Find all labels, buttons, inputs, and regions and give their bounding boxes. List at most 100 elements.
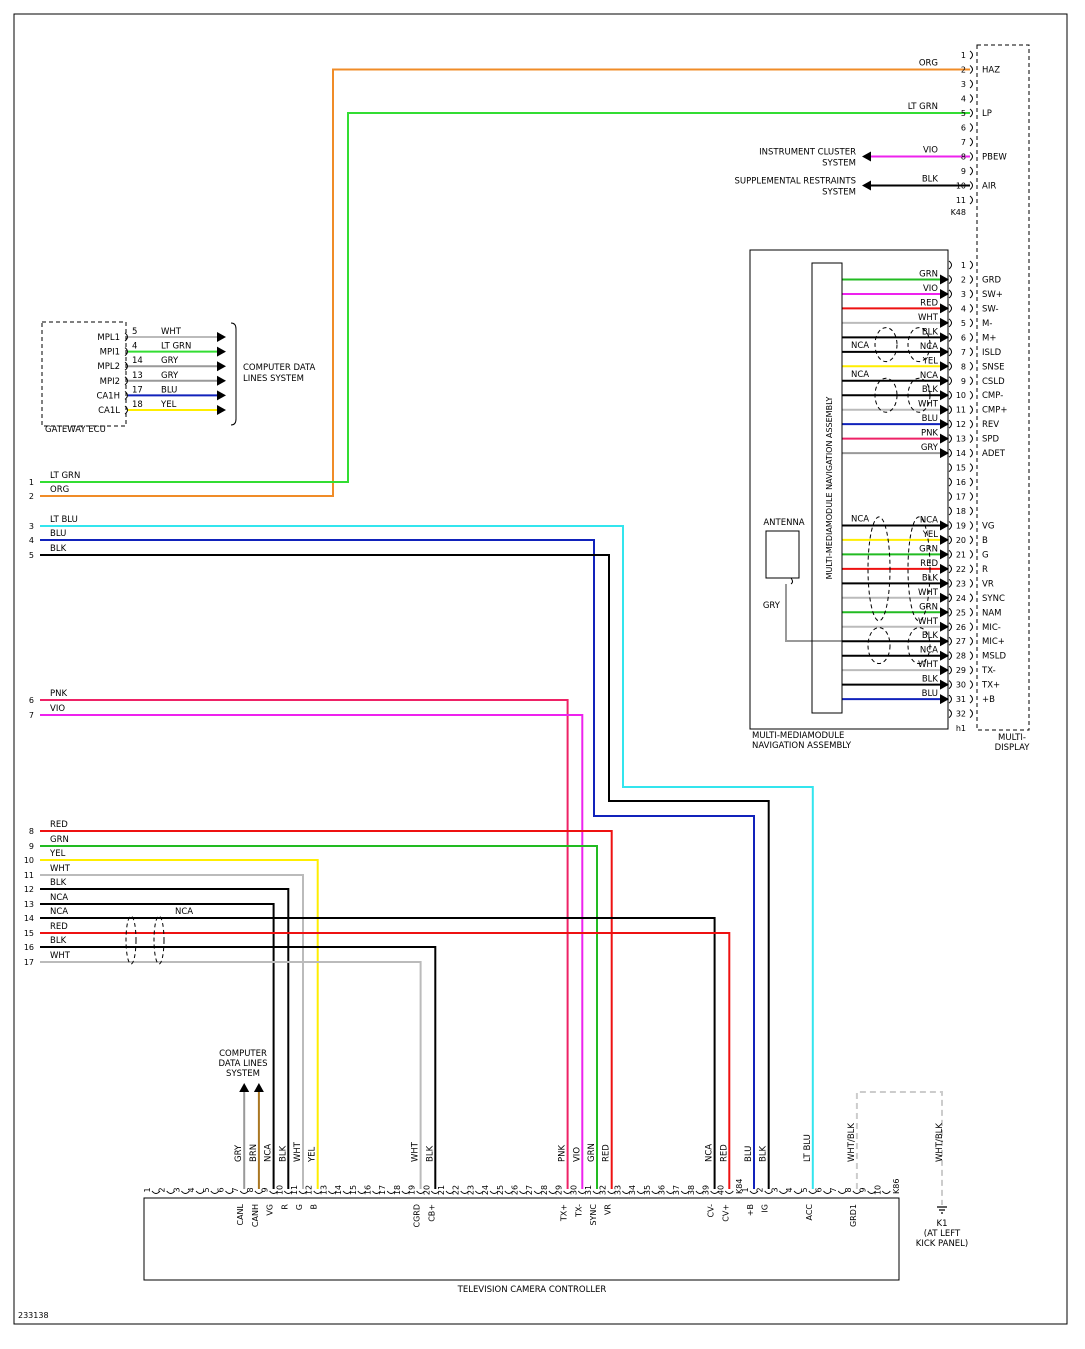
h1-pin-number: 11 bbox=[956, 406, 966, 415]
wire-pnk-tx bbox=[40, 699, 569, 1189]
k48-pin-number: 11 bbox=[956, 196, 966, 205]
controller-signal: SYNC bbox=[589, 1204, 598, 1226]
controller-pin-number: 32 bbox=[599, 1185, 608, 1195]
h1-terminal bbox=[969, 463, 973, 472]
controller-signal: CGRD bbox=[413, 1204, 422, 1228]
arrow-right-icon bbox=[940, 303, 949, 314]
shield-icon bbox=[907, 516, 931, 622]
h1-terminal-inner bbox=[948, 651, 952, 661]
wire-color-label: WHT bbox=[293, 1141, 303, 1162]
ground-icon bbox=[937, 1206, 947, 1214]
arrow-right-icon bbox=[940, 621, 949, 632]
controller-terminal bbox=[592, 1190, 602, 1194]
h1-pin-label: GRD bbox=[982, 275, 1001, 285]
wire-color-label: WHT/BLK bbox=[847, 1123, 857, 1162]
controller-terminal bbox=[724, 1190, 734, 1194]
h1-terminal-inner bbox=[948, 275, 952, 284]
nca-label: NCA bbox=[851, 514, 869, 524]
h1-pin-label: R bbox=[982, 565, 988, 575]
k48-pin-number: 10 bbox=[956, 182, 966, 191]
instrument-cluster-label: INSTRUMENT CLUSTER bbox=[759, 148, 856, 158]
nca-label: NCA bbox=[851, 341, 869, 351]
wire-color-label: BLK bbox=[50, 878, 67, 888]
h1-terminal-inner bbox=[948, 434, 952, 444]
wire-ltgrn-lp bbox=[40, 112, 970, 483]
controller-signal: CANH bbox=[251, 1204, 260, 1227]
wire-color-label: GRY bbox=[161, 371, 179, 381]
wires-layer bbox=[40, 68, 970, 1205]
controller-terminal bbox=[372, 1190, 381, 1194]
controller-pin-number: 13 bbox=[319, 1185, 328, 1195]
wire-color-label: WHT bbox=[50, 951, 71, 961]
controller-signal: ACC bbox=[805, 1204, 814, 1221]
gateway-terminal bbox=[124, 361, 128, 371]
controller-terminal bbox=[823, 1190, 832, 1194]
controller-signal: R bbox=[280, 1204, 289, 1210]
h1-terminal bbox=[969, 434, 973, 444]
gateway-signal: MPL2 bbox=[97, 362, 120, 372]
h1-pin-number: 3 bbox=[961, 290, 966, 299]
h1-terminal bbox=[969, 318, 973, 328]
wire-color-label: RED bbox=[50, 922, 68, 932]
left-wire-number: 10 bbox=[24, 856, 34, 865]
gateway-terminal bbox=[124, 347, 128, 356]
left-wire-number: 8 bbox=[29, 827, 34, 836]
controller-terminal bbox=[254, 1190, 264, 1194]
controller-terminal bbox=[764, 1190, 774, 1194]
shield-icon bbox=[907, 627, 931, 665]
k48-terminal bbox=[969, 94, 973, 103]
controller-signal: CANL bbox=[236, 1203, 245, 1225]
wire-color-label: BLU bbox=[161, 385, 177, 395]
wire-color-label: BRN bbox=[249, 1144, 259, 1162]
wire-color-label: BLK bbox=[50, 936, 67, 946]
wire-color-label: ORG bbox=[50, 485, 69, 495]
controller-pin-number: 26 bbox=[511, 1185, 520, 1195]
controller-pin-number: 34 bbox=[628, 1185, 637, 1195]
h1-terminal-inner bbox=[948, 578, 952, 588]
shield-icon bbox=[907, 327, 931, 363]
arrow-right-icon bbox=[940, 578, 949, 589]
h1-terminal-inner bbox=[948, 709, 952, 718]
h1-pin-number: 19 bbox=[956, 521, 966, 530]
h1-pin-label: VG bbox=[982, 521, 994, 531]
h1-terminal-inner bbox=[948, 680, 952, 690]
controller-terminal bbox=[357, 1190, 367, 1194]
arrow-right-icon bbox=[940, 448, 949, 459]
gateway-pin: 4 bbox=[132, 342, 137, 352]
controller-terminal bbox=[749, 1190, 759, 1194]
gateway-signal: CA1L bbox=[98, 406, 120, 416]
antenna-terminal bbox=[790, 577, 793, 585]
wire-color-label: YEL bbox=[49, 849, 66, 859]
controller-pin-number: 2 bbox=[158, 1187, 167, 1192]
controller-pin-number: 8 bbox=[844, 1187, 853, 1192]
h1-terminal-inner bbox=[948, 607, 952, 617]
gateway-ecu-title: GATEWAY ECU bbox=[45, 425, 106, 435]
h1-pin-number: 16 bbox=[956, 478, 966, 487]
arrow-right-icon bbox=[940, 419, 949, 430]
wire-color-label: RED bbox=[719, 1144, 729, 1162]
controller-terminal bbox=[181, 1190, 190, 1194]
wire-color-label: NCA bbox=[920, 371, 938, 381]
wire-blk-ig bbox=[40, 554, 770, 1189]
h1-terminal-inner bbox=[948, 506, 952, 516]
h1-pin-number: 7 bbox=[961, 348, 966, 357]
controller-signal: GRD1 bbox=[849, 1204, 858, 1227]
wire-org-haz bbox=[40, 68, 970, 497]
wire-color-label: BLK bbox=[278, 1145, 288, 1162]
controller-pin-number: 6 bbox=[217, 1187, 226, 1192]
controller-terminal bbox=[504, 1190, 514, 1194]
controller-pin-number: 9 bbox=[859, 1187, 868, 1192]
controller-pin-number: 4 bbox=[785, 1187, 794, 1192]
h1-connector-id: h1 bbox=[956, 724, 966, 733]
shield-icon bbox=[125, 915, 137, 965]
nav-module-inner-box bbox=[811, 262, 843, 714]
arrow-left-icon bbox=[862, 151, 871, 162]
wire-color-label: BLU bbox=[922, 689, 938, 699]
gateway-signal: CA1H bbox=[96, 391, 120, 401]
controller-terminal bbox=[401, 1190, 411, 1194]
h1-terminal bbox=[969, 304, 973, 313]
controller-terminal bbox=[695, 1190, 705, 1194]
left-wire-number: 1 bbox=[29, 478, 34, 487]
h1-pin-label: ISLD bbox=[982, 348, 1002, 358]
